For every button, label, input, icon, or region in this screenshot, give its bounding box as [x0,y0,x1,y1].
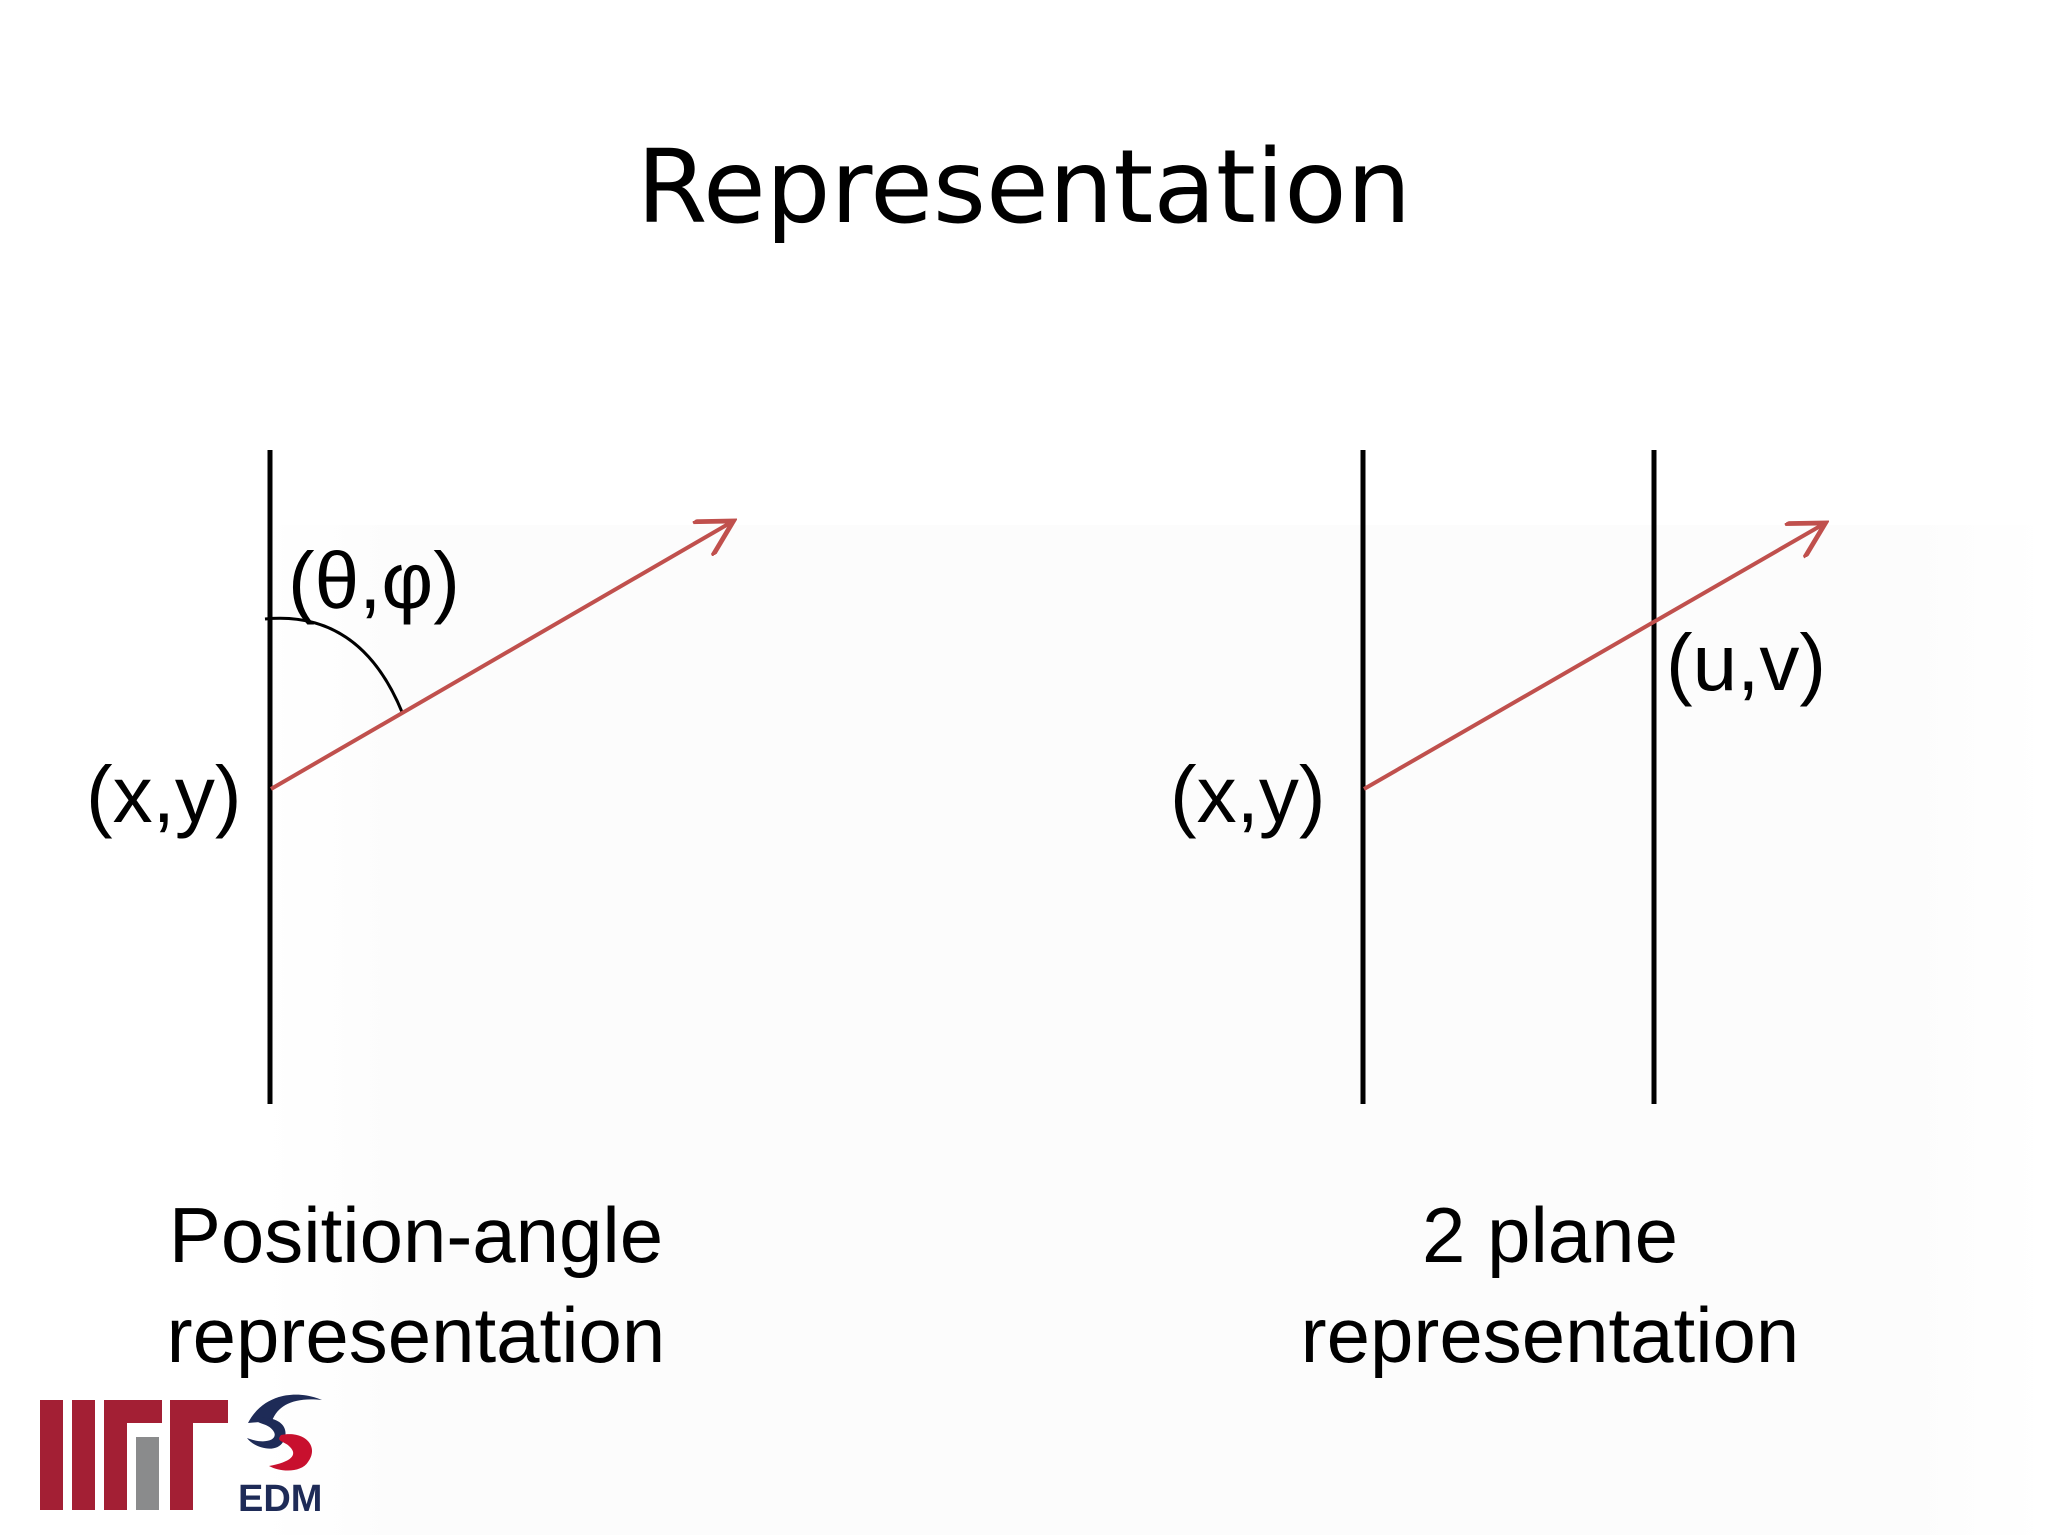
slide-title: Representation [636,128,1412,247]
two-plane-caption-line1: 2 plane [1422,1191,1678,1279]
right-diagram: (x,y) (u,v) [1170,450,1826,1104]
intersection-label: (u,v) [1666,618,1826,707]
institution-logos: EDM [40,1394,322,1520]
angle-label: (θ,φ) [288,536,460,625]
left-diagram: (θ,φ) (x,y) [86,450,730,1104]
two-plane-caption-line2: representation [1300,1291,1800,1379]
right-ray-arrow [1363,525,1822,791]
edm-logo-text: EDM [238,1478,322,1520]
angle-arc [264,616,404,713]
right-point-label: (x,y) [1170,750,1326,839]
edm-logo: EDM [238,1394,322,1520]
two-plane-caption: 2 plane representation [1270,1185,1830,1385]
position-angle-caption-line2: representation [166,1291,666,1379]
mit-logo [40,1400,228,1510]
left-point-label: (x,y) [86,750,242,839]
position-angle-caption-line1: Position-angle [168,1191,664,1279]
diagram-background-panel [262,525,2047,1535]
position-angle-caption: Position-angle representation [116,1185,716,1385]
left-ray-arrow [269,523,730,791]
